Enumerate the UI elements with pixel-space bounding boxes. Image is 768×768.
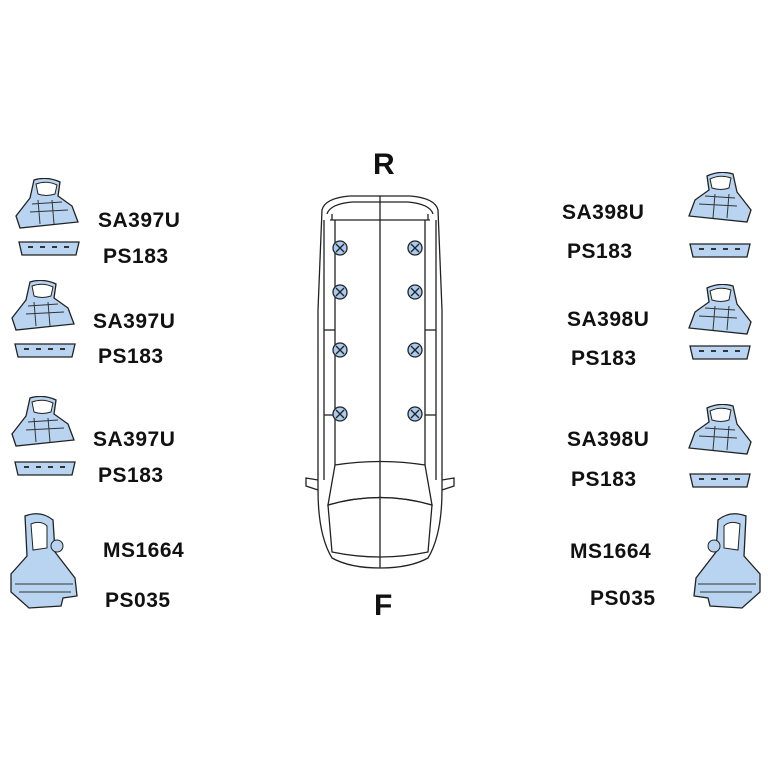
mount-point-icon [407, 342, 423, 358]
right-pad-label-3: PS183 [571, 468, 637, 491]
left-foot-label-1: SA397U [98, 209, 181, 232]
pad-icon [16, 238, 82, 260]
pad-icon [687, 342, 753, 364]
right-foot-label-1: SA398U [562, 201, 645, 224]
mount-kit-icon [686, 512, 766, 612]
right-pad-label-4: PS035 [590, 587, 656, 610]
mount-point-icon [407, 284, 423, 300]
right-pad-label-1: PS183 [567, 240, 633, 263]
right-foot-label-4: MS1664 [570, 540, 652, 563]
right-foot-label-3: SA398U [567, 428, 650, 451]
mount-point-icon [332, 240, 348, 256]
left-pad-label-2: PS183 [98, 345, 164, 368]
van-top-view [300, 190, 460, 570]
mount-point-icon [332, 284, 348, 300]
foot-icon [8, 396, 78, 456]
foot-icon [685, 172, 755, 232]
mount-point-icon [332, 406, 348, 422]
foot-icon [685, 284, 755, 344]
foot-icon [8, 280, 78, 340]
left-pad-label-3: PS183 [98, 464, 164, 487]
right-pad-label-2: PS183 [571, 347, 637, 370]
rear-label: R [373, 148, 395, 181]
mount-point-icon [407, 240, 423, 256]
right-foot-label-2: SA398U [567, 308, 650, 331]
foot-icon [12, 178, 82, 238]
mount-point-icon [332, 342, 348, 358]
pad-icon [12, 458, 78, 480]
left-foot-label-3: SA397U [93, 428, 176, 451]
left-pad-label-1: PS183 [103, 245, 169, 268]
mount-kit-icon [5, 512, 85, 612]
foot-icon [685, 404, 755, 464]
pad-icon [687, 470, 753, 492]
left-pad-label-4: PS035 [105, 589, 171, 612]
pad-icon [687, 240, 753, 262]
left-foot-label-4: MS1664 [103, 539, 185, 562]
mount-point-icon [407, 406, 423, 422]
pad-icon [12, 340, 78, 362]
front-label: F [374, 589, 393, 622]
left-foot-label-2: SA397U [93, 310, 176, 333]
